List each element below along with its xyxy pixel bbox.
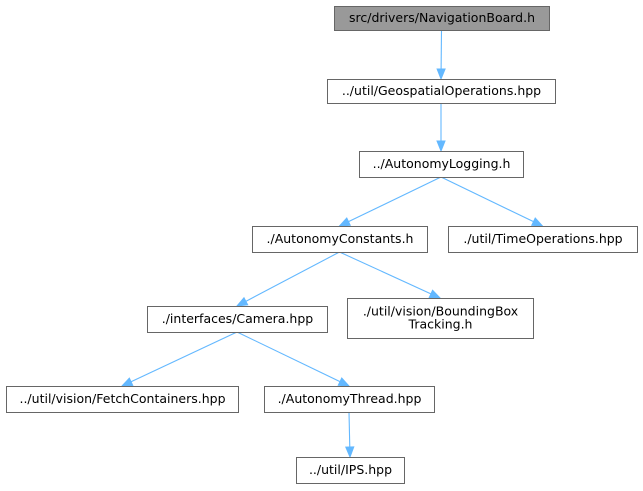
node-ips[interactable]: ../util/IPS.hpp bbox=[296, 457, 405, 484]
node-box bbox=[252, 226, 428, 253]
edge-navigation-board-to-geospatial-operations bbox=[436, 29, 446, 81]
node-fetch-containers[interactable]: ../util/vision/FetchContainers.hpp bbox=[6, 386, 239, 413]
edge-autonomy-logging-to-time-operations bbox=[440, 176, 544, 227]
edge-geospatial-operations-to-autonomy-logging bbox=[436, 103, 446, 153]
node-geospatial-operations[interactable]: ../util/GeospatialOperations.hpp bbox=[327, 79, 556, 104]
edge-line bbox=[130, 331, 238, 383]
node-autonomy-constants[interactable]: ./AutonomyConstants.h bbox=[252, 226, 428, 253]
node-box bbox=[264, 386, 435, 413]
node-box bbox=[147, 306, 328, 333]
edge-autonomy-logging-to-autonomy-constants bbox=[338, 176, 442, 227]
node-label: src/drivers/NavigationBoard.h bbox=[349, 10, 535, 25]
node-label: ./AutonomyConstants.h bbox=[267, 231, 414, 246]
node-camera[interactable]: ./interfaces/Camera.hpp bbox=[147, 306, 328, 333]
edge-autonomy-constants-to-bounding-box-tracking bbox=[339, 251, 442, 299]
arrowhead bbox=[436, 140, 446, 153]
arrowhead bbox=[337, 377, 351, 387]
node-label: ../util/IPS.hpp bbox=[309, 462, 392, 477]
edge-line bbox=[339, 251, 432, 295]
node-box bbox=[448, 226, 638, 253]
node-box bbox=[296, 457, 405, 484]
arrowhead bbox=[428, 289, 442, 299]
edge-line bbox=[236, 331, 341, 383]
edge-autonomy-constants-to-camera bbox=[235, 251, 340, 307]
node-label: ./util/vision/BoundingBox bbox=[363, 304, 518, 319]
node-label: ./interfaces/Camera.hpp bbox=[162, 311, 314, 326]
edge-autonomy-thread-to-ips bbox=[345, 411, 355, 459]
node-time-operations[interactable]: ./util/TimeOperations.hpp bbox=[448, 226, 638, 253]
arrowhead bbox=[530, 217, 544, 227]
edge-line bbox=[440, 176, 534, 223]
node-box bbox=[6, 386, 239, 413]
arrowhead bbox=[235, 296, 249, 307]
node-autonomy-thread[interactable]: ./AutonomyThread.hpp bbox=[264, 386, 435, 413]
edge-camera-to-fetch-containers bbox=[120, 331, 238, 387]
arrowhead bbox=[120, 377, 134, 387]
arrowhead bbox=[338, 217, 352, 227]
node-navigation-board[interactable]: src/drivers/NavigationBoard.h bbox=[334, 6, 550, 31]
nodes-layer: src/drivers/NavigationBoard.h ../util/Geo… bbox=[6, 6, 638, 484]
node-label: ./util/TimeOperations.hpp bbox=[463, 231, 622, 246]
edge-line bbox=[348, 411, 351, 448]
node-box bbox=[359, 151, 524, 178]
arrowhead bbox=[345, 446, 355, 459]
node-label: ../util/GeospatialOperations.hpp bbox=[342, 83, 541, 98]
node-box bbox=[327, 79, 556, 104]
edge-line bbox=[245, 251, 340, 302]
node-label: ./AutonomyThread.hpp bbox=[278, 391, 422, 406]
node-autonomy-logging[interactable]: ../AutonomyLogging.h bbox=[359, 151, 524, 178]
arrowhead bbox=[436, 68, 446, 81]
node-box bbox=[347, 298, 534, 339]
node-label: ../util/vision/FetchContainers.hpp bbox=[19, 391, 225, 406]
node-label: Tracking.h bbox=[408, 317, 473, 332]
edge-line bbox=[348, 176, 442, 223]
edges-layer bbox=[120, 29, 544, 459]
node-box bbox=[334, 6, 550, 31]
node-label: ../AutonomyLogging.h bbox=[373, 156, 511, 171]
edge-camera-to-autonomy-thread bbox=[236, 331, 351, 387]
